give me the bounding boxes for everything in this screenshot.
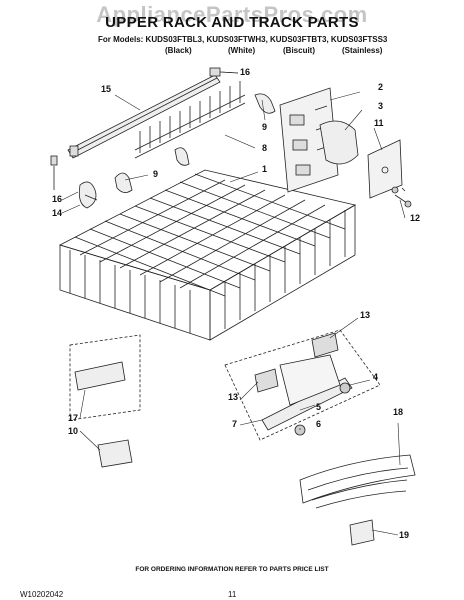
rail-clip-left [50, 155, 58, 190]
rack-hanger-top [254, 93, 276, 114]
track-box [224, 329, 381, 441]
callout-15: 15 [101, 84, 112, 94]
track-roller-top [311, 332, 339, 358]
callout-19: 19 [399, 530, 410, 540]
page-title: UPPER RACK AND TRACK PARTS [105, 14, 359, 31]
page-number: 11 [228, 590, 237, 599]
callout-9-top: 9 [262, 122, 268, 132]
callout-13-right: 13 [360, 310, 371, 320]
shelf-clip [349, 519, 375, 546]
track-assembly [261, 354, 353, 436]
leader-lines [61, 71, 406, 536]
color-biscuit: (Biscuit) [283, 46, 315, 55]
callout-5: 5 [316, 402, 322, 412]
track-stop [74, 361, 126, 391]
rack-hanger-left [78, 181, 98, 209]
cup-shelf [299, 454, 416, 509]
tine-row [134, 81, 246, 159]
callout-6: 6 [316, 419, 322, 429]
wheel-box [69, 334, 141, 421]
rack-hanger-mid [114, 172, 133, 193]
callout-8: 8 [262, 143, 268, 153]
color-black: (Black) [165, 46, 192, 55]
rack-clip [97, 439, 133, 468]
color-white: (White) [228, 46, 256, 55]
document-id: W10202042 [20, 590, 64, 599]
rack-adjuster [279, 87, 339, 193]
color-stainless: (Stainless) [342, 46, 383, 55]
callout-4: 4 [373, 372, 379, 382]
screws [391, 186, 412, 208]
callout-17: 17 [68, 413, 79, 423]
callout-16-top: 16 [240, 67, 251, 77]
callout-11: 11 [374, 118, 384, 128]
adjuster-cover [319, 120, 359, 165]
callout-14: 14 [52, 208, 63, 218]
callout-3: 3 [378, 101, 384, 111]
callout-12: 12 [410, 213, 421, 223]
callout-13-left: 13 [228, 392, 239, 402]
callout-9-mid: 9 [153, 169, 159, 179]
callout-2: 2 [378, 82, 384, 92]
models-line: For Models: KUDS03FTBL3, KUDS03FTWH3, KU… [98, 35, 388, 44]
callout-16-left: 16 [52, 194, 63, 204]
watermark: AppliancePartsPros.com [96, 2, 368, 27]
rack-hanger-right [174, 147, 190, 166]
track-roller-left [254, 368, 279, 393]
callout-18: 18 [393, 407, 404, 417]
callout-10: 10 [68, 426, 79, 436]
ordering-note: FOR ORDERING INFORMATION REFER TO PARTS … [135, 566, 329, 573]
callout-7: 7 [232, 419, 238, 429]
callout-1: 1 [262, 164, 268, 174]
mounting-bracket [367, 139, 403, 199]
upper-rack [58, 169, 357, 341]
track-rail [67, 74, 221, 159]
